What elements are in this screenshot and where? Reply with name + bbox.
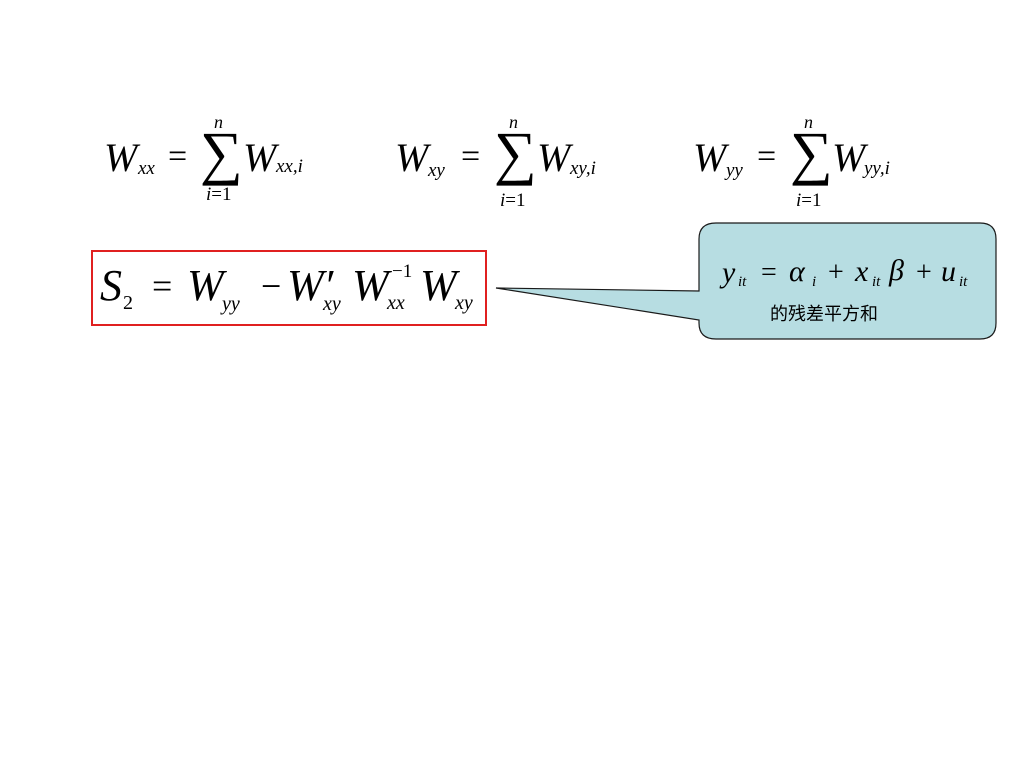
callout-x: x	[855, 255, 869, 288]
callout-plus-1: +	[828, 257, 844, 288]
s2-W3: W	[352, 261, 389, 310]
eq-wxy-equals: =	[461, 138, 481, 175]
eq-wxy-upper: n	[509, 112, 518, 132]
callout-alpha-sub: i	[812, 274, 817, 290]
eq-wxx-rhs: W	[243, 135, 277, 180]
eq-wyy-lhs: W	[693, 135, 727, 180]
callout-plus-2: +	[916, 257, 932, 288]
eq-wxy-lower: i=1	[500, 190, 526, 211]
s2-W4-sub: xy	[455, 292, 473, 314]
callout-y-sub: it	[738, 274, 747, 290]
eq-wyy-rhs-sub: yy,i	[864, 158, 890, 179]
eq-wyy-equals: =	[757, 138, 777, 175]
eq-wxy-lhs-sub: xy	[428, 160, 445, 181]
eq-wyy-lower: i=1	[796, 190, 822, 211]
callout-x-sub: it	[872, 274, 881, 290]
s2-W1: W	[187, 261, 224, 310]
eq-wxx-lhs-sub: xx	[138, 158, 155, 179]
eq-wxy-sigma: ∑	[494, 120, 537, 186]
s2-W2-sub: xy	[323, 293, 341, 315]
eq-wyy-sigma: ∑	[790, 120, 833, 186]
eq-wyy-upper: n	[804, 112, 813, 132]
eq-wxy-rhs-sub: xy,i	[570, 158, 596, 179]
s2-W2: W′	[287, 261, 334, 310]
s2-S-sub: 2	[123, 292, 133, 314]
s2-W4: W	[420, 261, 457, 310]
s2-minus: −	[261, 266, 282, 306]
s2-W1-sub: yy	[222, 293, 240, 315]
eq-wxx-lhs: W	[104, 135, 138, 180]
s2-equals: =	[152, 266, 173, 306]
eq-wxx-rhs-sub: xx,i	[276, 156, 303, 177]
s2-W3-sup: −1	[392, 261, 413, 282]
callout-u: u	[941, 255, 956, 288]
callout-equals: =	[761, 257, 777, 288]
eq-wxy-lhs: W	[395, 135, 429, 180]
eq-wxx-lower: i=1	[206, 184, 232, 205]
s2-S: S	[100, 261, 122, 310]
callout-y: y	[722, 256, 736, 289]
eq-wyy-lhs-sub: yy	[726, 160, 743, 181]
eq-wxx-upper: n	[214, 112, 223, 132]
callout-beta: β	[889, 254, 904, 287]
callout-u-sub: it	[959, 274, 968, 290]
s2-formula-box	[91, 250, 487, 326]
callout-caption: 的残差平方和	[770, 304, 878, 325]
callout-alpha: α	[789, 255, 805, 288]
eq-wxx-sigma: ∑	[200, 120, 243, 186]
s2-W3-sub: xx	[387, 292, 405, 314]
eq-wxy-rhs: W	[537, 135, 571, 180]
eq-wyy-rhs: W	[832, 135, 866, 180]
eq-wxx-equals: =	[168, 138, 188, 175]
